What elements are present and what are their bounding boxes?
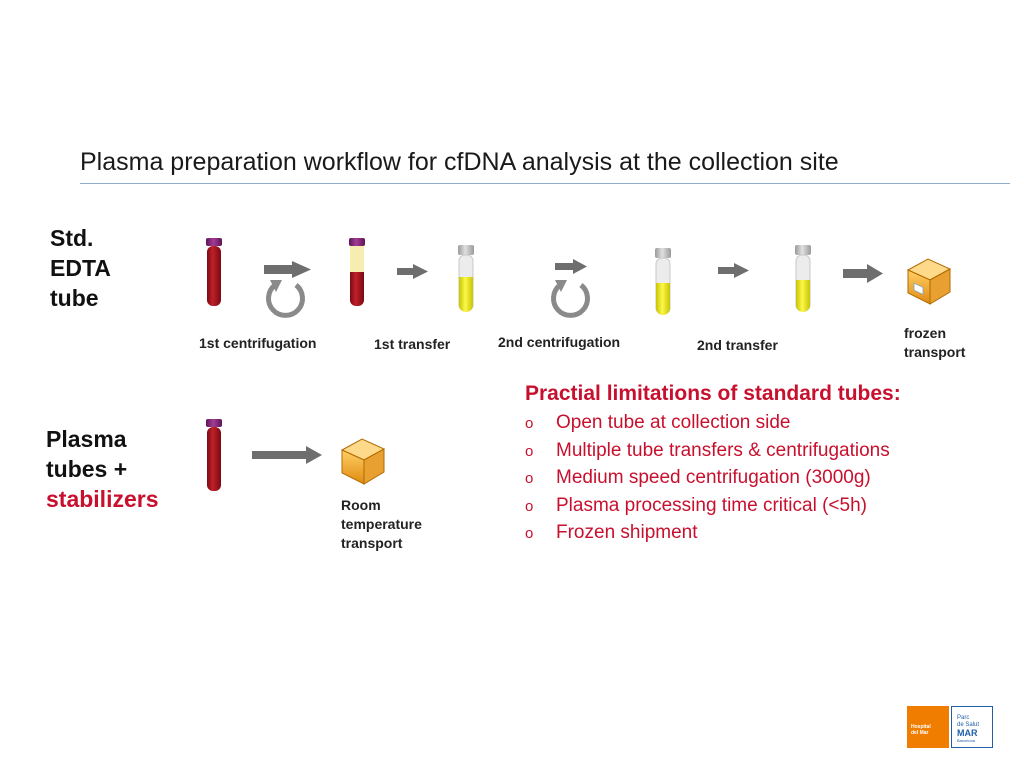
bullet-icon: o [525,470,534,487]
shipping-box-icon [906,258,952,305]
limitation-item: o Open tube at collection side [525,410,890,438]
limitations-title: Practial limitations of standard tubes: [525,382,901,405]
blood-tube-icon [206,238,222,306]
separated-tube-icon [349,238,365,306]
limitation-text: Frozen shipment [556,522,698,543]
row-label-stabilized: Plasma tubes + stabilizers [46,424,159,514]
logo-line: Hospital [911,724,931,730]
circular-arrow-icon [266,280,305,318]
step-label-first-centrifugation: 1st centrifugation [199,335,317,351]
row-label-highlight: stabilizers [46,486,159,512]
step-label-frozen-transport: frozen transport [904,324,965,362]
row-label-line: tube [50,285,99,311]
right-arrow-icon [264,261,311,278]
limitation-item: o Frozen shipment [525,520,890,548]
logo-brand: MAR [957,728,978,738]
label-line: transport [341,535,403,551]
limitation-item: o Multiple tube transfers & centrifugatio… [525,438,890,466]
hospital-del-mar-logo: Hospital del Mar [907,706,949,748]
bullet-icon: o [525,525,534,542]
step-label-room-temperature-transport: Room temperature transport [341,496,422,553]
label-line: transport [904,344,966,360]
page-title: Plasma preparation workflow for cfDNA an… [80,148,839,176]
logo-line: de Salut [957,721,980,728]
row-label-line: Std. [50,225,94,251]
right-arrow-icon [555,259,587,274]
plasma-tube-icon [458,245,474,312]
plasma-tube-icon [655,248,671,315]
limitation-text: Medium speed centrifugation (3000g) [556,467,871,488]
plasma-tube-icon [795,245,811,312]
label-line: Room [341,497,381,513]
label-line: temperature [341,516,422,532]
step-label-first-transfer: 1st transfer [374,336,451,352]
label-line: frozen [904,325,946,341]
limitation-item: o Medium speed centrifugation (3000g) [525,465,890,493]
right-arrow-icon [843,264,883,283]
row-label-standard: Std. EDTA tube [50,223,111,313]
bullet-icon: o [525,497,534,515]
row-label-line: EDTA [50,255,111,281]
circular-arrow-icon [551,280,590,318]
title-divider [80,183,1010,184]
right-arrow-icon [397,264,428,279]
limitation-text: Open tube at collection side [556,412,791,433]
bullet-icon: o [525,415,534,432]
logo-city: Barcelona [957,738,976,743]
step-label-second-centrifugation: 2nd centrifugation [498,334,621,350]
right-arrow-icon [252,446,322,464]
step-label-second-transfer: 2nd transfer [697,337,778,353]
limitation-text: Plasma processing time critical (<5h) [556,494,867,516]
bullet-icon: o [525,442,534,460]
limitation-item: o Plasma processing time critical (<5h) [525,493,890,521]
row-label-line: Plasma [46,426,127,452]
logo-line: del Mar [911,730,929,736]
shipping-box-icon [340,438,386,485]
row-label-line: tubes + [46,456,128,482]
parc-de-salut-mar-logo: Parc de Salut MAR Barcelona [951,706,993,748]
right-arrow-icon [718,263,749,278]
logo-line: Parc [957,715,970,721]
blood-tube-icon [206,419,222,491]
limitation-text: Multiple tube transfers & centrifugation… [556,439,890,461]
